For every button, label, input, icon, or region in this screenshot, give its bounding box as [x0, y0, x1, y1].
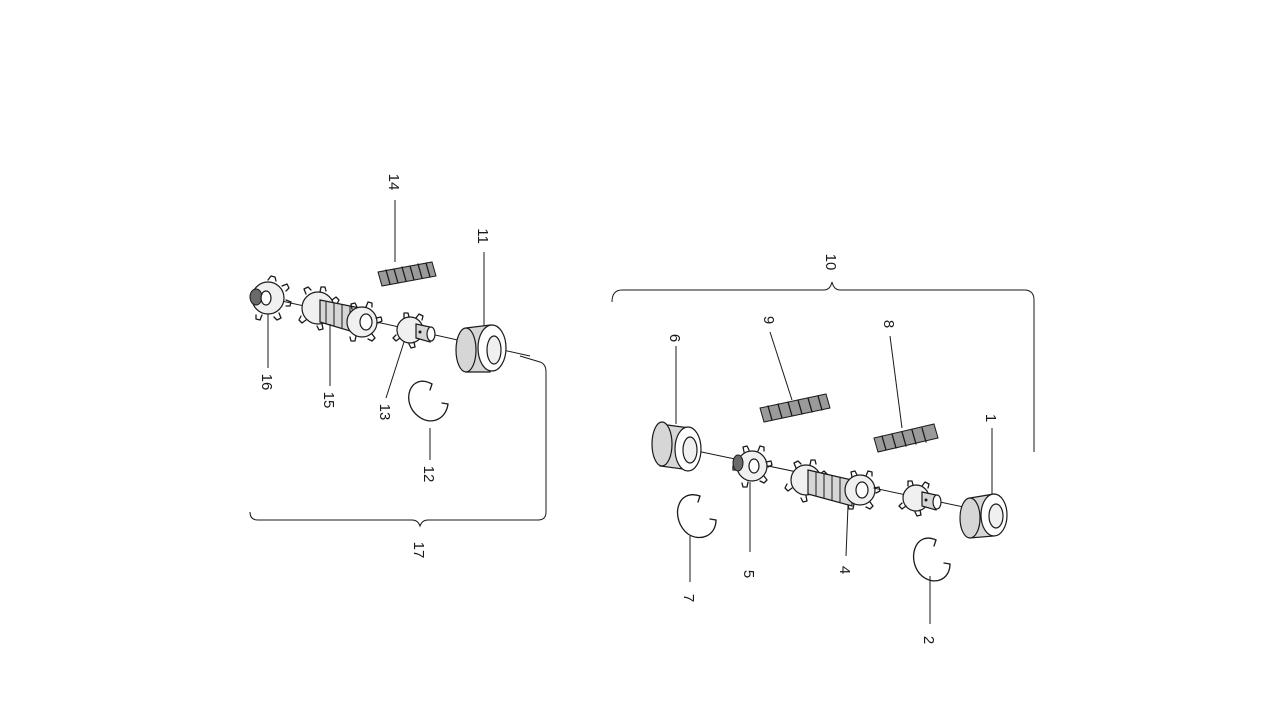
left-assembly — [249, 200, 547, 528]
callout-15: 15 — [320, 392, 337, 409]
callout-17: 17 — [410, 542, 427, 559]
callout-9: 9 — [760, 316, 777, 324]
part-12-snap-ring — [408, 380, 449, 422]
part-5-gear — [732, 445, 773, 488]
callout-6: 6 — [666, 334, 683, 342]
right-leader-lines — [675, 331, 993, 624]
callout-7: 7 — [680, 594, 697, 602]
part-11-bearing — [455, 324, 507, 373]
callout-2: 2 — [920, 636, 937, 644]
right-assembly — [611, 281, 1035, 624]
left-leader-lines — [267, 200, 485, 460]
part-1-bearing — [959, 493, 1008, 539]
callout-labels: 14 11 16 15 13 12 17 10 9 8 6 1 5 4 7 2 — [258, 174, 999, 645]
callout-1: 1 — [982, 414, 999, 422]
callout-13: 13 — [376, 404, 393, 421]
part-15-gear-shaft — [298, 286, 383, 342]
callout-11: 11 — [474, 228, 491, 244]
part-7-snap-ring — [677, 494, 717, 539]
bracket-10 — [611, 281, 1035, 452]
callout-12: 12 — [420, 466, 437, 483]
part-gear-hub — [898, 480, 942, 517]
part-8-needle-bearing — [873, 423, 939, 453]
part-14-needle-bearing — [377, 261, 437, 287]
callout-8: 8 — [880, 320, 897, 328]
callout-14: 14 — [385, 174, 402, 191]
callout-16: 16 — [258, 374, 275, 391]
part-6-bearing — [651, 421, 702, 472]
bracket-17 — [249, 355, 547, 528]
part-16-gear — [249, 275, 292, 321]
callout-4: 4 — [836, 566, 853, 574]
part-2-snap-ring — [912, 537, 951, 582]
part-4-gear-shaft — [784, 459, 881, 510]
callout-5: 5 — [740, 570, 757, 578]
callout-10: 10 — [822, 254, 839, 271]
part-9-needle-bearing — [759, 393, 831, 423]
part-13-gear — [392, 312, 436, 349]
